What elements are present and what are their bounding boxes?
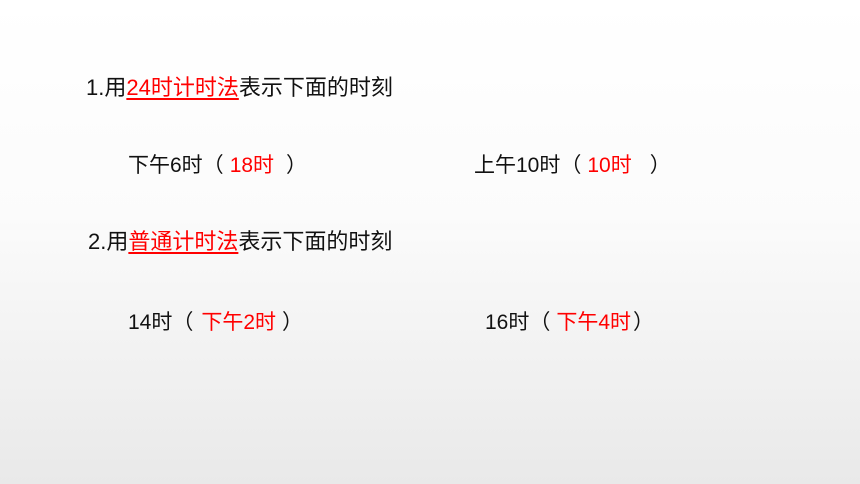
question-1-method: 24时计时法 — [126, 75, 239, 100]
question-1-item-2: 上午10时（10时 ） — [474, 151, 671, 181]
item-close: ） — [282, 311, 304, 334]
item-prompt: 14时（ — [128, 311, 194, 334]
question-1-prefix: 1.用 — [86, 75, 127, 100]
question-2-method: 普通计时法 — [128, 229, 239, 254]
item-close: ） — [286, 154, 308, 177]
item-prompt: 16时（ — [485, 311, 551, 334]
item-prompt: 下午6时（ — [128, 154, 224, 177]
item-answer: 下午2时 — [201, 311, 277, 334]
item-close: ） — [649, 154, 671, 177]
question-1-item-1: 下午6时（18时 ） — [128, 151, 307, 181]
question-2-item-1: 14时（ 下午2时） — [128, 308, 303, 338]
question-1-suffix: 表示下面的时刻 — [238, 75, 393, 100]
item-close: ） — [633, 311, 655, 334]
question-2-suffix: 表示下面的时刻 — [238, 229, 393, 254]
question-2-prefix: 2.用 — [88, 229, 129, 254]
question-2-title: 2.用普通计时法表示下面的时刻 — [88, 227, 392, 257]
item-answer: 下午4时 — [556, 311, 632, 334]
item-answer: 10时 — [587, 154, 632, 177]
item-answer: 18时 — [229, 154, 275, 177]
question-1-title: 1.用24时计时法表示下面的时刻 — [86, 73, 393, 103]
item-prompt: 上午10时（ — [474, 154, 582, 177]
question-2-item-2: 16时（下午4时） — [485, 308, 654, 338]
